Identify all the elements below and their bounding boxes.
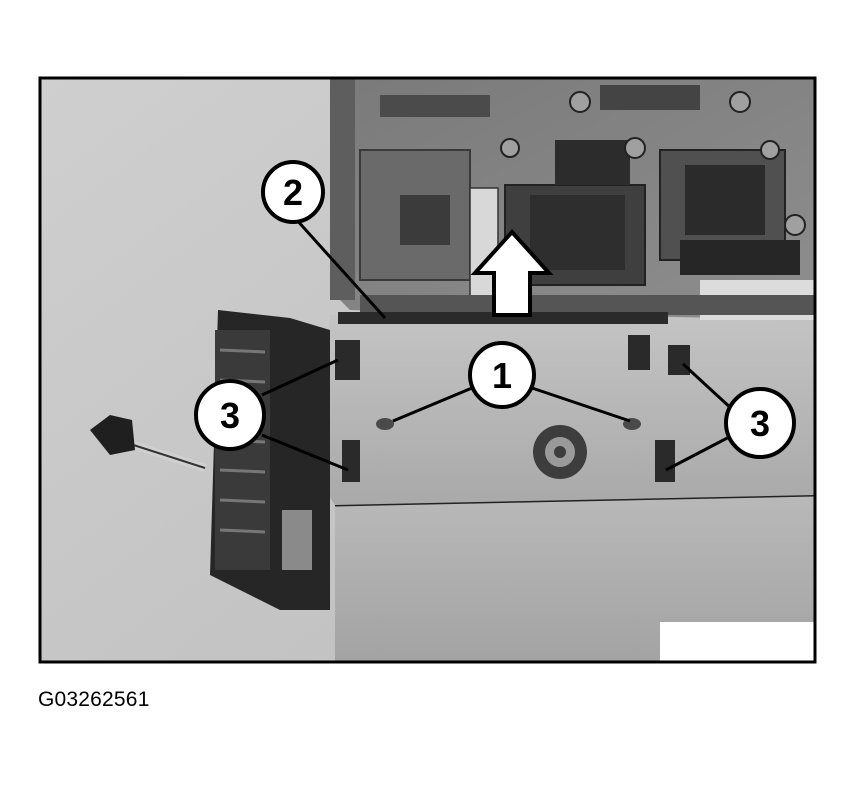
module-housing — [334, 493, 815, 662]
photo-panel — [40, 78, 815, 662]
figure-id: G03262561 — [38, 688, 150, 711]
callout-3-left-label: 3 — [220, 395, 240, 436]
lift-arrow — [470, 229, 554, 317]
callout-3-left: 3 — [194, 379, 266, 451]
callout-1-label: 1 — [492, 355, 512, 396]
callout-3-right: 3 — [724, 387, 796, 459]
circuit-board — [330, 78, 815, 320]
callout-2-label: 2 — [283, 172, 303, 213]
leader-lines — [261, 216, 735, 472]
photo-frame-border — [38, 76, 817, 664]
callout-3-right-label: 3 — [750, 403, 770, 444]
callout-1: 1 — [468, 341, 536, 409]
callout-2: 2 — [261, 160, 325, 224]
wire-plug — [90, 415, 207, 472]
connector-module — [210, 310, 330, 610]
